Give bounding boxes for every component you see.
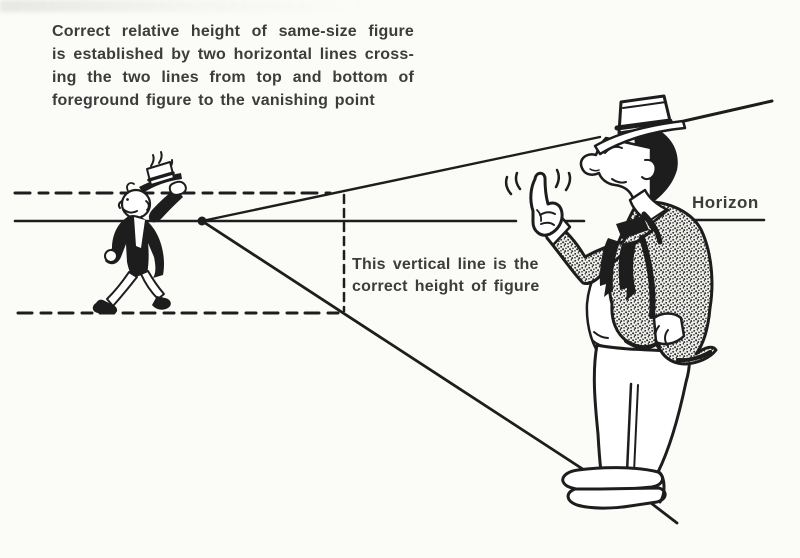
vanishing-point-dot: [197, 216, 207, 226]
caption-line: ing the two lines from top and bottom of: [52, 69, 414, 86]
note-line: This vertical line is the: [352, 256, 539, 273]
fedora-hat-icon: [593, 94, 687, 156]
vertical-line-note: This vertical line is the correct height…: [352, 254, 562, 298]
foreground-figure: [504, 94, 718, 510]
caption-line: is established by two horizontal lines c…: [52, 46, 414, 63]
note-line: correct height of figure: [352, 278, 540, 295]
upper-perspective-line: [200, 99, 774, 223]
motion-marks-icon: [504, 168, 572, 196]
background-figure: [92, 151, 187, 314]
motion-marks-icon: [150, 154, 155, 167]
caption-text: Correct relative height of same-size fig…: [52, 20, 414, 112]
caption-line: foreground figure to the vanishing point: [52, 92, 375, 109]
horizon-label: Horizon: [692, 193, 759, 212]
caption-line: Correct relative height of same-size fig…: [52, 23, 414, 40]
